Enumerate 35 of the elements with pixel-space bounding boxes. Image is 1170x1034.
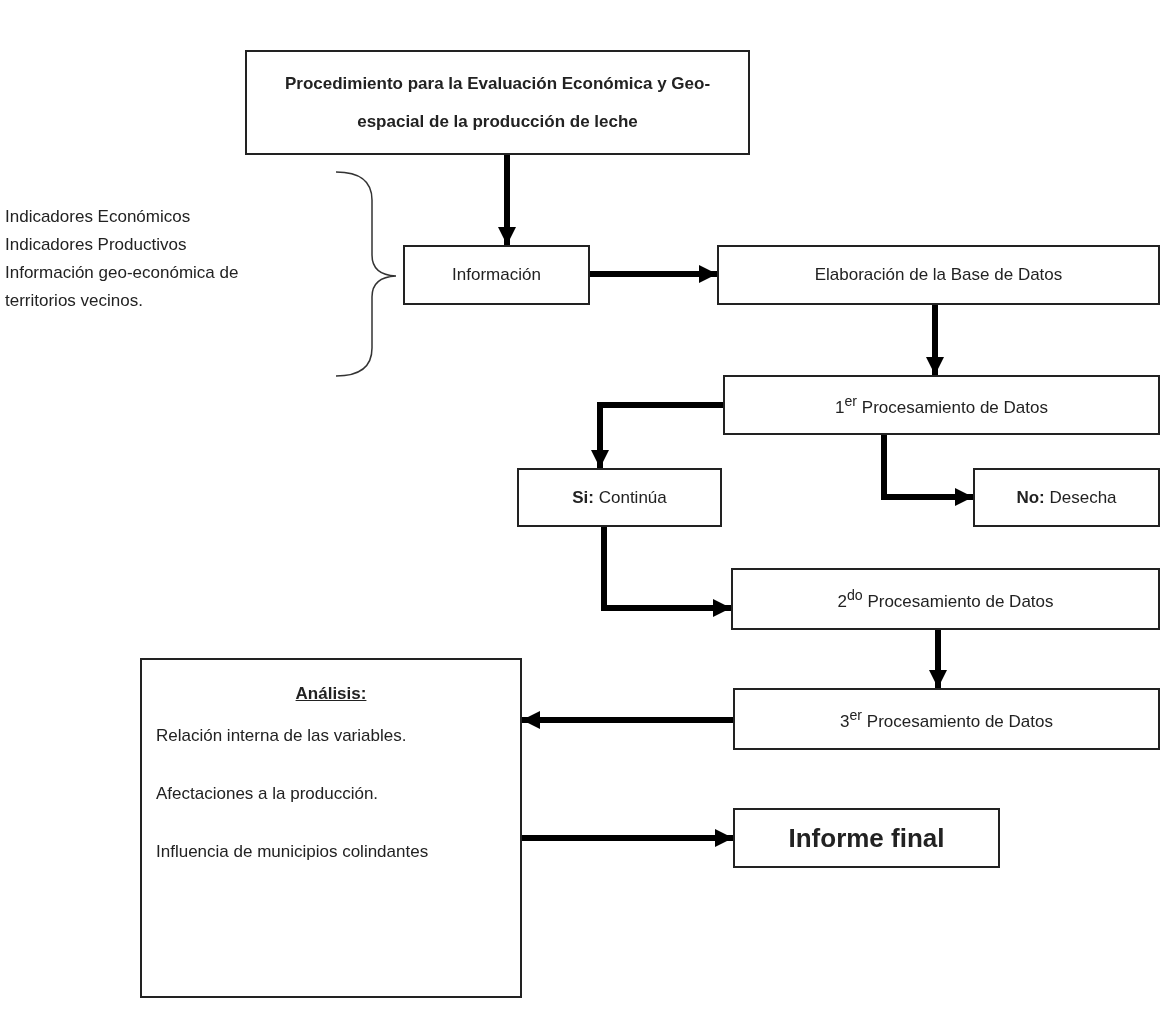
arrow	[929, 630, 947, 688]
box-text: Relación interna de las variables.	[156, 726, 407, 746]
process-box	[973, 468, 1160, 527]
arrow	[926, 305, 944, 375]
box-heading: Análisis:	[295, 684, 367, 704]
box-text: Elaboración de la Base de Datos	[814, 265, 1063, 285]
arrow	[591, 402, 723, 468]
box-text: Procedimiento para la Evaluación Económica y Geo-espacial de la producción de leche	[283, 72, 712, 133]
box-text: 1$^{er}$ Procesamiento de Datos	[835, 392, 1048, 418]
process-box	[731, 568, 1160, 630]
input-list-item: Indicadores Productivos	[5, 234, 188, 256]
box-text: No: Desecha	[1016, 487, 1117, 508]
arrow	[522, 711, 733, 729]
process-box	[717, 245, 1160, 305]
box-text: Información	[452, 265, 541, 285]
process-box	[733, 808, 1000, 868]
input-list-item: Indicadores Económicos	[5, 206, 192, 228]
box-text: Si: Continúa	[572, 487, 667, 508]
box-text: 2$^{do}$ Procesamiento de Datos	[837, 586, 1054, 612]
input-list-item: Información geo-económica de territorios vecinos.	[5, 262, 240, 312]
process-box	[245, 50, 750, 155]
box-text: Afectaciones a la producción.	[156, 784, 379, 804]
box-text: Informe final	[788, 822, 945, 854]
process-box	[733, 688, 1160, 750]
arrow	[522, 829, 733, 847]
process-box	[140, 658, 522, 998]
arrow	[590, 265, 717, 283]
arrow	[498, 155, 516, 245]
process-box	[517, 468, 722, 527]
arrow	[881, 435, 973, 506]
arrow	[601, 527, 731, 617]
box-text: Influencia de municipios colindantes	[156, 842, 429, 862]
box-text: 3$^{er}$ Procesamiento de Datos	[840, 706, 1053, 732]
process-box	[403, 245, 590, 305]
process-box	[723, 375, 1160, 435]
